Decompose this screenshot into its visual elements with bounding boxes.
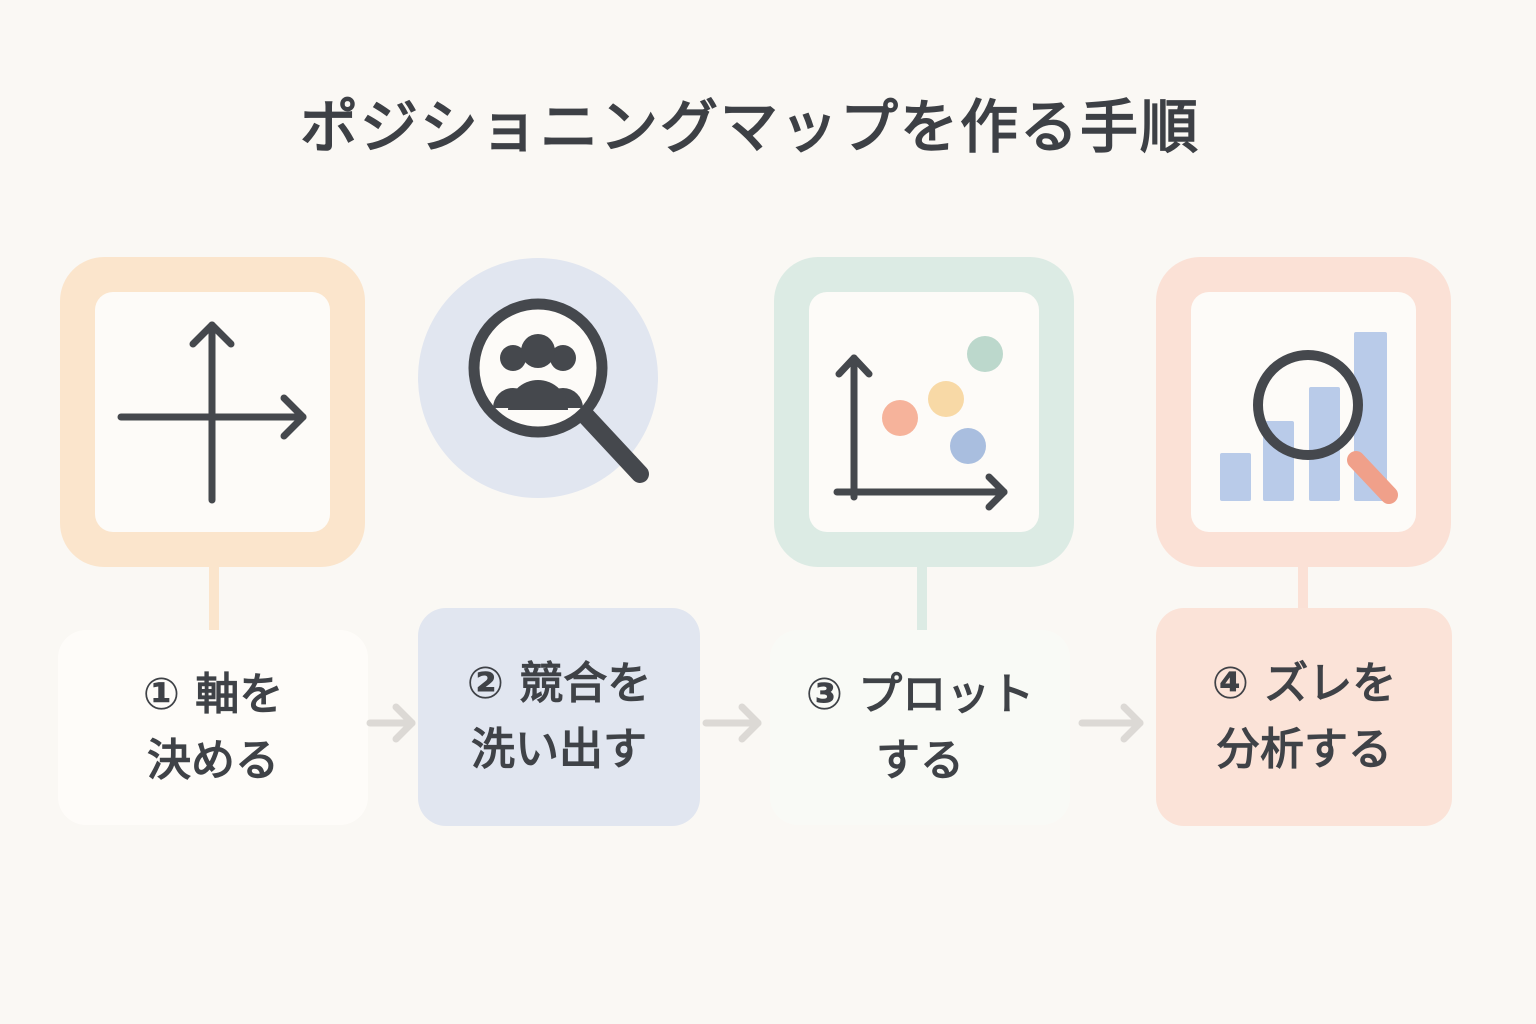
step1-label-line2: 決める xyxy=(147,734,279,786)
arrow-right-icon xyxy=(1078,703,1144,743)
step2-label-line1: ② 競合を xyxy=(466,658,652,709)
step1-label: ① 軸を 決める xyxy=(58,630,368,825)
step4-icon-frame xyxy=(1156,257,1451,567)
step2-label: ② 競合を 洗い出す xyxy=(418,608,700,826)
step2-label-line2: 洗い出す xyxy=(471,724,647,775)
arrow-right-icon xyxy=(366,703,416,743)
step4-label: ④ ズレを 分析する xyxy=(1156,608,1452,826)
bar-chart-magnifier-icon xyxy=(1220,332,1398,504)
step3-label-line1: ③ プロット xyxy=(805,668,1035,720)
step4-label-line1: ④ ズレを xyxy=(1211,658,1397,709)
step3-connector xyxy=(917,567,927,630)
step1-icon-frame xyxy=(60,257,365,567)
step4-connector xyxy=(1298,567,1308,609)
axes-arrows-icon xyxy=(117,321,307,504)
step1-connector xyxy=(209,567,219,632)
step3-label: ③ プロット する xyxy=(770,630,1070,825)
step2-icon-circle xyxy=(418,258,658,498)
step1-label-line1: ① 軸を xyxy=(142,668,284,720)
scatter-plot-icon xyxy=(833,336,1008,511)
step4-label-line2: 分析する xyxy=(1216,724,1392,775)
arrow-right-icon xyxy=(702,703,762,743)
step3-label-line2: する xyxy=(876,734,964,786)
magnifier-people-icon xyxy=(468,298,649,483)
page-title: ポジショニングマップを作る手順 xyxy=(299,93,1200,161)
step3-icon-frame xyxy=(774,257,1074,567)
